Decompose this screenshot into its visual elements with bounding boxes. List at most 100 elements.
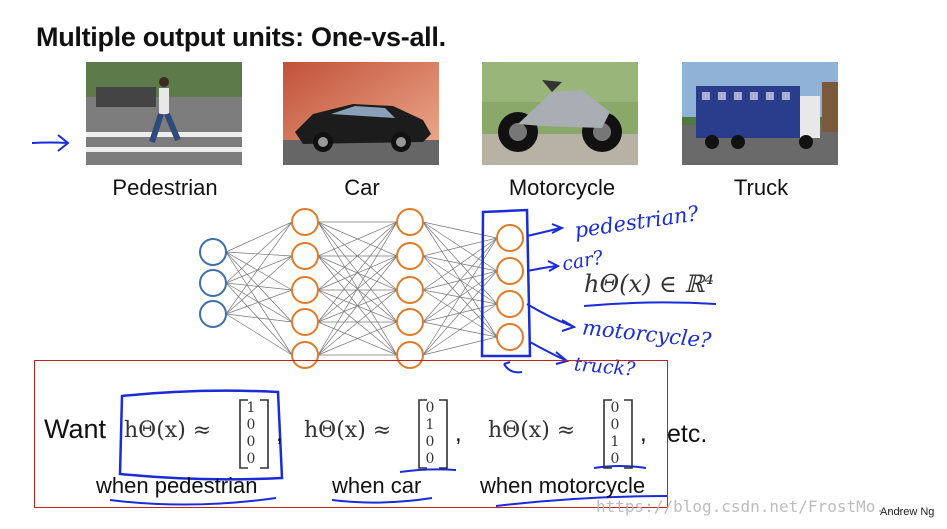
network-edge	[422, 303, 498, 356]
hypothesis-underline-stroke	[583, 301, 717, 307]
slide-title: Multiple output units: One-vs-all.	[36, 22, 446, 52]
network-edge	[422, 221, 498, 272]
condition-motorcycle: when motorcycle	[480, 473, 646, 498]
vector-expr-2: hΘ(x) ≈	[304, 418, 392, 443]
network-edge	[422, 237, 498, 356]
network-edge	[317, 221, 398, 291]
condition-pedestrian: when pedestrian	[96, 473, 258, 498]
network-edge	[225, 251, 293, 323]
output-node	[496, 323, 524, 351]
network-edge	[225, 282, 293, 323]
network-edge	[422, 221, 498, 305]
vector-expr-1: hΘ(x) ≈	[124, 418, 212, 443]
network-edge	[225, 282, 293, 291]
hidden-node	[396, 276, 424, 304]
network-edge	[317, 289, 398, 356]
network-edge	[422, 221, 498, 239]
network-edge	[422, 237, 498, 257]
output-arrow-2-stroke	[526, 260, 561, 272]
network-edge	[225, 221, 293, 253]
author-credit: Andrew Ng	[880, 506, 935, 518]
output-arrow-1-stroke	[526, 223, 565, 237]
input-node	[199, 238, 227, 266]
output-node	[496, 257, 524, 285]
hypothesis-formula: hΘ(x) ∈ ℝ⁴	[584, 270, 714, 298]
network-edge	[422, 237, 498, 291]
want-section-box	[34, 360, 668, 508]
comma-2: ,	[455, 420, 462, 447]
network-edges	[225, 221, 498, 356]
network-edge	[225, 313, 293, 323]
network-edge	[422, 255, 498, 272]
left-bracket-1	[239, 399, 248, 469]
output-arrow-4-stroke	[529, 341, 570, 365]
car-photo	[283, 62, 439, 165]
input-node	[199, 300, 227, 328]
condition-car: when car	[332, 473, 422, 498]
network-edge	[317, 255, 398, 356]
network-edge	[422, 336, 498, 356]
truck-photo	[682, 62, 838, 165]
network-edge	[317, 221, 398, 323]
caption-motorcycle: Motorcycle	[508, 175, 616, 200]
first-vector-box-stroke	[118, 389, 284, 481]
network-edge	[225, 251, 293, 257]
network-edge	[317, 221, 398, 257]
hidden-node	[396, 308, 424, 336]
hidden-node	[291, 276, 319, 304]
network-edge	[225, 251, 293, 356]
pedestrian-photo	[86, 62, 242, 165]
hidden-node	[291, 208, 319, 236]
right-bracket-3	[624, 399, 633, 469]
network-edge	[225, 282, 293, 356]
underline-motorcycle-vector-stroke	[593, 465, 647, 469]
network-edge	[422, 270, 498, 356]
input-node	[199, 269, 227, 297]
right-bracket-1	[260, 399, 269, 469]
output-arrow-3-stroke	[526, 303, 577, 332]
network-edge	[317, 321, 398, 356]
output-node	[496, 224, 524, 252]
comma-1: ,	[276, 420, 283, 447]
network-edge	[225, 255, 293, 284]
network-edge	[225, 251, 293, 291]
output-node	[496, 290, 524, 318]
caption-pedestrian: Pedestrian	[112, 175, 218, 200]
underline-pedestrian-stroke	[109, 497, 277, 506]
left-bracket-3	[603, 399, 612, 469]
underline-car-vector-stroke	[399, 468, 457, 473]
hidden-node	[396, 242, 424, 270]
comma-3: ,	[640, 420, 647, 447]
caption-car: Car	[344, 175, 380, 200]
network-edge	[225, 255, 293, 315]
caption-truck: Truck	[733, 175, 789, 200]
underline-car-stroke	[331, 497, 433, 504]
hidden-node	[291, 308, 319, 336]
network-edge	[225, 289, 293, 315]
small-hook-stroke	[503, 361, 523, 374]
hidden-node	[396, 341, 424, 369]
vector-expr-3: hΘ(x) ≈	[488, 418, 576, 443]
output-layer-box-stroke	[480, 208, 532, 358]
right-bracket-2	[439, 399, 448, 469]
underline-motorcycle-stroke	[495, 495, 669, 507]
watermark: https://blog.csdn.net/FrostMo...	[596, 497, 905, 516]
want-label: Want	[44, 414, 107, 444]
network-edge	[225, 221, 293, 284]
network-edge	[317, 221, 398, 356]
network-edge	[422, 237, 498, 323]
network-edge	[225, 221, 293, 315]
network-edge	[317, 255, 398, 291]
etc-label: etc.	[667, 420, 708, 448]
hidden-node	[291, 242, 319, 270]
left-bracket-2	[418, 399, 427, 469]
input-arrow-stroke	[31, 134, 70, 152]
hidden-node	[291, 341, 319, 369]
motorcycle-photo	[482, 62, 638, 165]
network-nodes	[199, 208, 524, 369]
